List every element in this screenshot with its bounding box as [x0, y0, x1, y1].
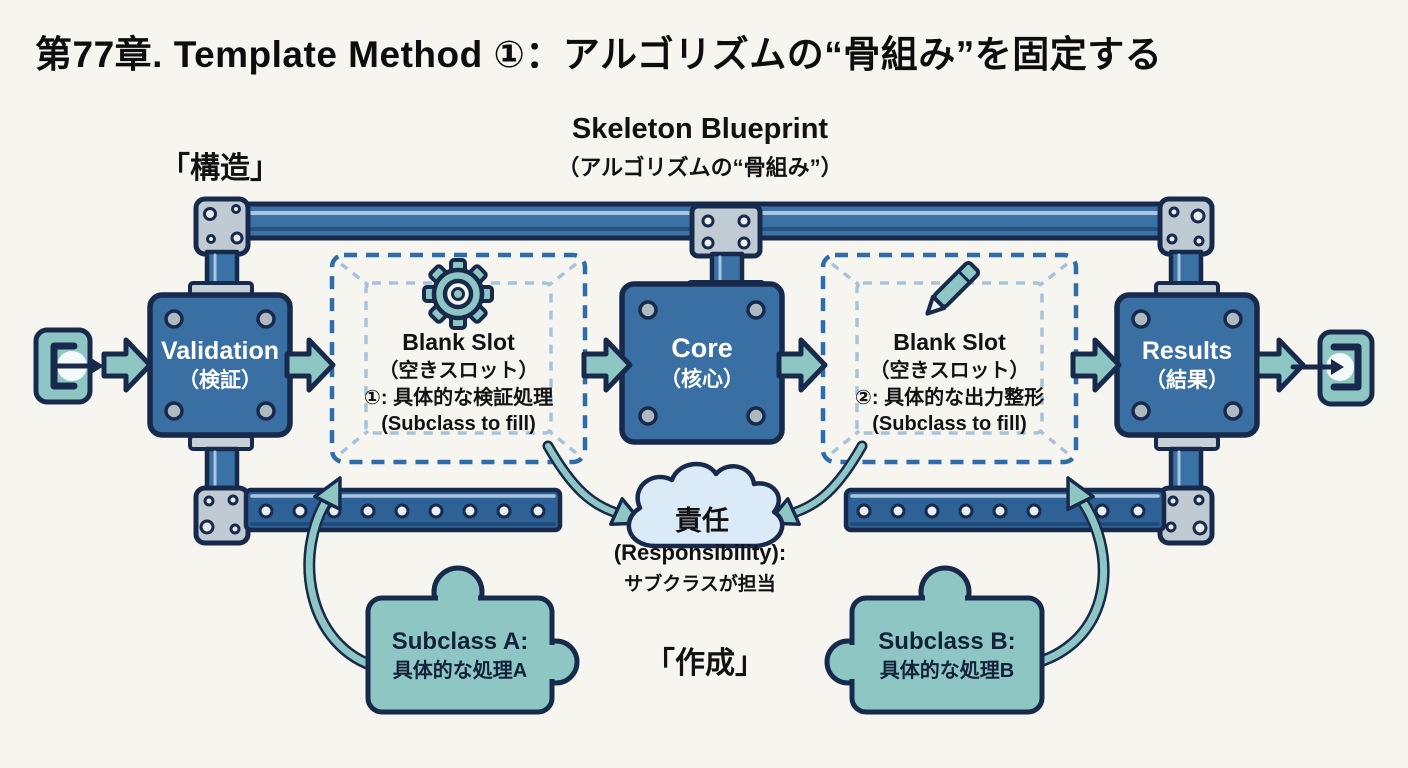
left-bottom-post	[204, 446, 240, 492]
subclass-a-puzzle	[365, 565, 580, 715]
top-right-bracket	[1157, 196, 1215, 257]
exit-icon	[1290, 329, 1375, 407]
curved-arrows	[303, 440, 1110, 674]
flow-arrows	[101, 337, 1306, 393]
bottom-right-bracket	[1157, 485, 1215, 546]
left-top-post	[204, 249, 240, 289]
center-bracket	[689, 203, 763, 259]
right-top-post	[1168, 249, 1204, 289]
bottom-left-bracket	[193, 485, 251, 546]
top-left-bracket	[193, 196, 251, 257]
flow-arrow-6	[1254, 337, 1306, 393]
right-bottom-post	[1168, 446, 1204, 492]
pen-icon	[925, 260, 981, 316]
subclass-a-to-slot1-arrow	[303, 476, 386, 674]
flow-arrow-4	[776, 337, 828, 393]
validation-box	[147, 292, 293, 438]
flow-arrow-2	[284, 337, 336, 393]
flow-arrow-5	[1070, 337, 1122, 393]
gear-icon	[422, 258, 494, 330]
subclass-b-puzzle	[824, 565, 1045, 715]
flow-arrow-1	[101, 337, 153, 393]
right-rail	[843, 487, 1167, 533]
flow-arrow-3	[581, 337, 633, 393]
subclass-b-to-slot2-arrow	[1022, 476, 1110, 671]
left-rail	[243, 487, 563, 533]
entry-icon	[33, 327, 104, 405]
results-box	[1114, 292, 1260, 438]
responsibility-cloud	[626, 461, 785, 549]
core-box	[619, 281, 785, 445]
